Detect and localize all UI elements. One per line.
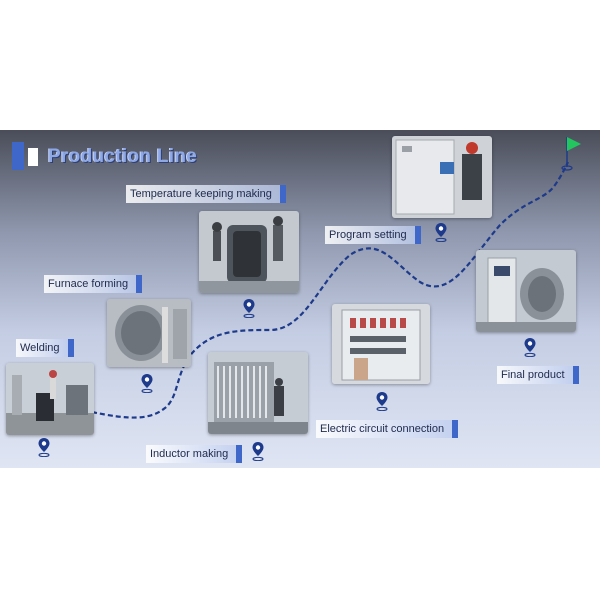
stage-label-temperature-keeping: Temperature keeping making [126, 185, 286, 203]
stage-label-inductor-making: Inductor making [146, 445, 243, 463]
page-title: Production Line [48, 146, 198, 167]
location-pin-icon [524, 338, 536, 357]
location-pin-icon [38, 438, 50, 457]
program-setting-image [392, 136, 492, 218]
title-accent-bar-white [28, 148, 38, 166]
final-product-photo [476, 250, 576, 332]
electric-circuit-photo [332, 304, 430, 384]
stage-label-welding: Welding [16, 339, 74, 357]
final-product-image [476, 250, 576, 332]
location-pin-icon [376, 392, 388, 411]
stage-label-final-product: Final product [497, 366, 579, 384]
welding-photo [6, 363, 94, 435]
welding-image [6, 363, 94, 435]
stage-label-furnace-forming: Furnace forming [44, 275, 143, 293]
location-pin-icon [243, 299, 255, 318]
temperature-keeping-image [199, 211, 299, 293]
location-pin-icon [141, 374, 153, 393]
finish-flag-icon [561, 137, 581, 171]
temperature-keeping-photo [199, 211, 299, 293]
inductor-making-photo [208, 352, 308, 434]
furnace-forming-image [107, 299, 191, 367]
program-setting-photo [392, 136, 492, 218]
location-pin-icon [252, 442, 264, 461]
title-accent-bar [12, 142, 24, 170]
furnace-forming-photo [107, 299, 191, 367]
stage-label-program-setting: Program setting [325, 226, 421, 244]
inductor-making-image [208, 352, 308, 434]
location-pin-icon [435, 223, 447, 242]
stage-label-electric-circuit: Electric circuit connection [316, 420, 459, 438]
electric-circuit-image [332, 304, 430, 384]
